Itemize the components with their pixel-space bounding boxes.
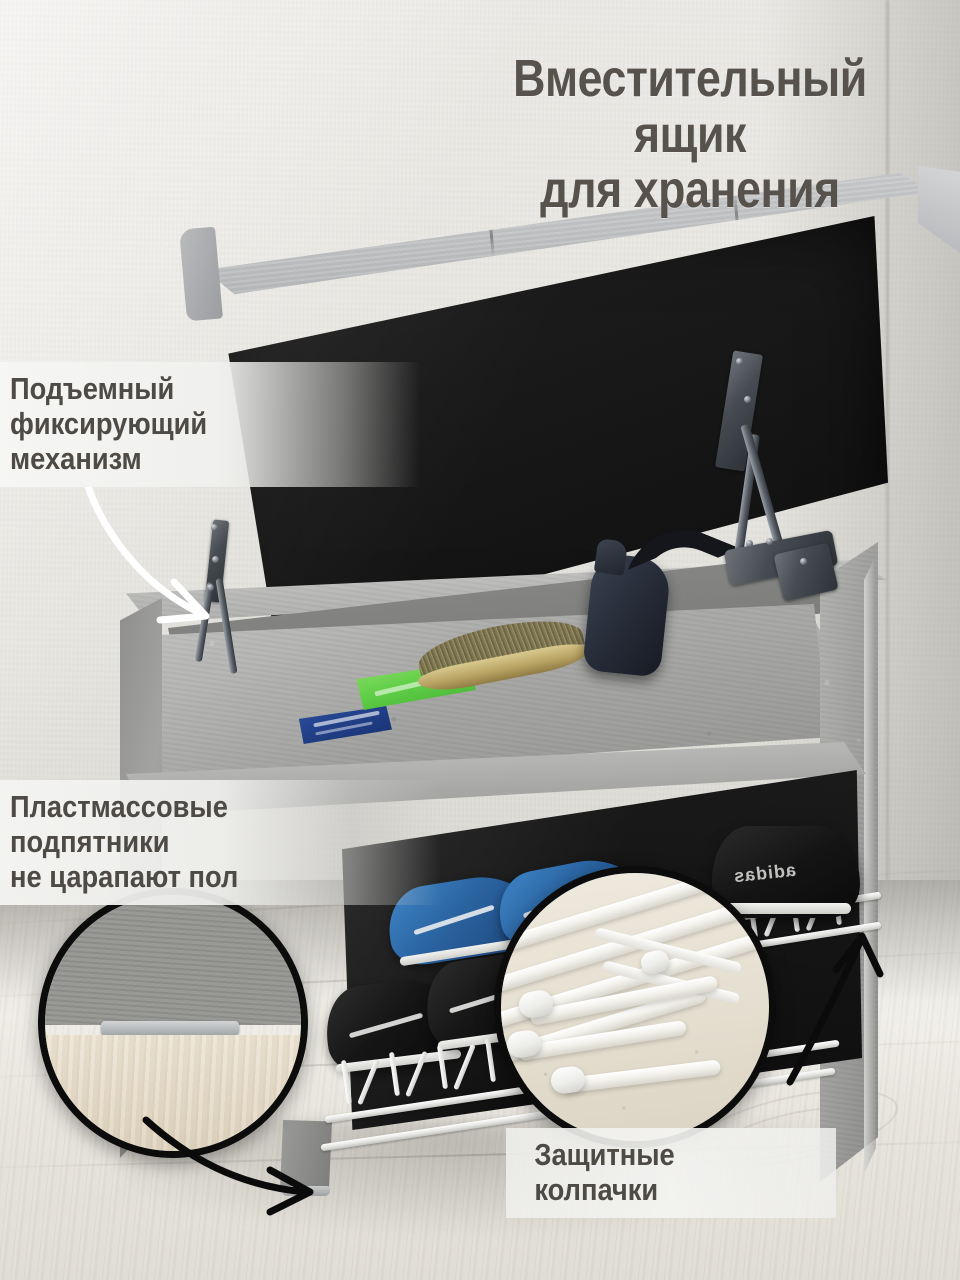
lift-mechanism-left [185,519,315,690]
hinge-rivet [744,396,751,403]
left-leg-glide-pad [282,1186,330,1196]
wall-corner-edge [886,0,889,905]
hinge-rivet [800,558,807,565]
lift-mechanism-right [700,350,880,602]
inset-wood-floor [45,1035,301,1151]
callout-glides-line-1: Пластмассовые подпятники [10,789,228,860]
hinge-rivet [211,524,218,531]
page-title-line-1: Вместительный ящик [513,50,867,164]
callout-protective-caps: Защитные колпачки [506,1128,836,1219]
callout-glides-line-2: не царапают пол [10,859,239,895]
carcass-right-edge [864,554,876,1174]
hinge-rivet [746,540,753,547]
page-title-line-2: для хранения [540,161,840,220]
callout-floor-glides: Пластмассовые подпятники не царапают пол [0,780,440,906]
inset-panel-edge [45,895,301,1025]
callout-lift-line-1: Подъемный фиксирующий [10,371,208,442]
hinge-arm-left [194,581,215,663]
hinge-rivet [207,584,214,591]
page-title: Вместительный ящик для хранения [466,50,913,220]
inset-plastic-glide [101,1021,239,1038]
inset-panel-texture [45,895,301,1025]
hinge-rivet [212,556,219,563]
shoe-sole [720,903,852,914]
shoe-stripe [348,1012,424,1038]
callout-lift-mechanism: Подъемный фиксирующий механизм [0,362,420,488]
lid-left-corner [179,226,223,322]
hinge-arm-right [215,578,238,674]
callout-caps-line-1: Защитные колпачки [534,1137,675,1208]
callout-lift-line-2: механизм [10,441,142,477]
inset-glide-pad-closeup [38,888,308,1158]
hinge-rivet [736,358,743,365]
hinge-rivet [766,538,773,545]
shoe-stripe [413,904,495,936]
inset-protective-caps-closeup [494,866,776,1148]
